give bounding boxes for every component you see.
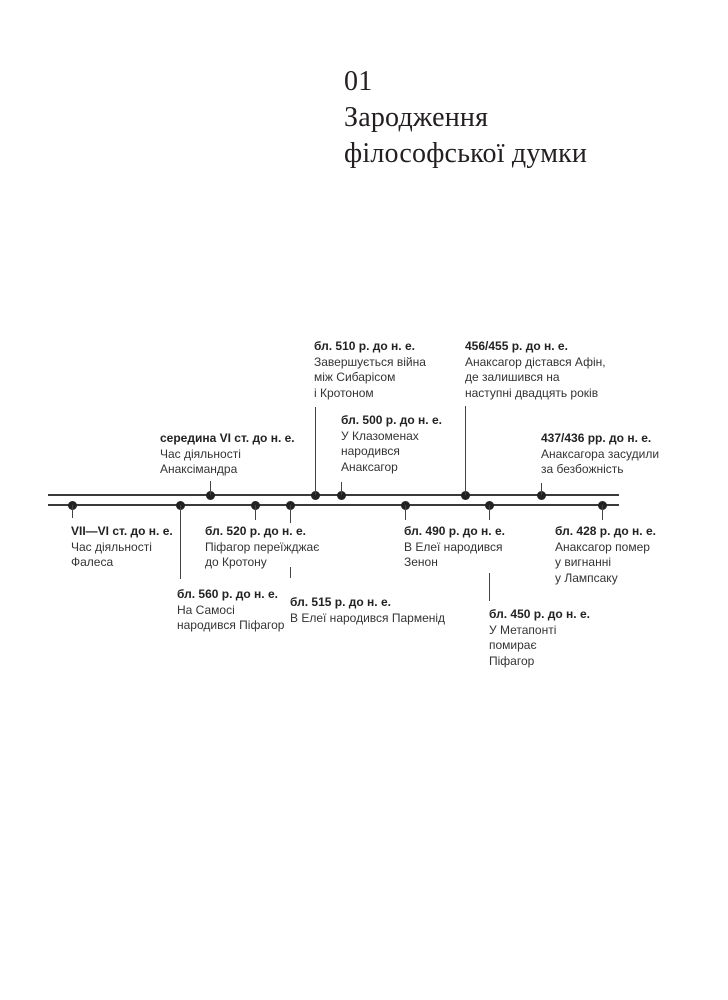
event-date: бл. 510 р. до н. е. [314, 339, 415, 353]
event-date: бл. 500 р. до н. е. [341, 413, 442, 427]
event-text: Анаксагор помер [555, 539, 650, 554]
event-date: бл. 560 р. до н. е. [177, 587, 278, 601]
timeline-marker [310, 490, 320, 500]
timeline-connector [340, 482, 342, 495]
event-text: і Кротоном [314, 385, 374, 400]
timeline-event: 437/436 рр. до н. е. Анаксагора засудили… [541, 431, 659, 478]
event-date: 437/436 рр. до н. е. [541, 431, 652, 445]
chapter-title-line-1: Зародження [344, 102, 489, 133]
timeline-connector [488, 573, 490, 601]
event-text: у Лампсаку [555, 570, 618, 585]
event-text: наступні двадцять років [465, 385, 599, 400]
timeline-connector [289, 567, 291, 578]
timeline-event: VII—VI ст. до н. е. Час діяльності Фалес… [71, 524, 173, 571]
timeline-connector [404, 505, 406, 520]
event-text: У Клазоменах [341, 428, 419, 443]
timeline-upper-axis [48, 494, 619, 496]
event-text: Анаксагора засудили [541, 446, 660, 461]
event-text: Зенон [404, 555, 438, 569]
timeline-event: бл. 520 р. до н. е. Піфагор переїжджає д… [205, 524, 319, 571]
event-text: Піфагор переїжджає [205, 539, 320, 554]
event-text: між Сибарісом [314, 370, 396, 384]
timeline-event: бл. 500 р. до н. е. У Клазоменах народив… [341, 413, 442, 475]
timeline-connector [254, 505, 256, 520]
timeline-marker [336, 490, 346, 500]
timeline-connector [601, 505, 603, 520]
event-date: бл. 490 р. до н. е. [404, 524, 505, 538]
timeline-connector [179, 505, 181, 579]
timeline-event: бл. 490 р. до н. е. В Елеї народився Зен… [404, 524, 505, 571]
timeline-connector [464, 406, 466, 495]
event-text: Анаксагор дістався Афін, [465, 354, 606, 369]
event-date: VII—VI ст. до н. е. [71, 524, 173, 538]
event-text: за безбожність [541, 462, 624, 476]
chapter-heading: 01 Зародження філософської думки [344, 64, 587, 172]
timeline-connector [488, 505, 490, 520]
timeline-event: 456/455 р. до н. е. Анаксагор дістався А… [465, 339, 606, 401]
timeline-marker [536, 490, 546, 500]
event-text: Піфагор [489, 653, 535, 668]
event-text: Завершується війна [314, 354, 426, 369]
event-date: середина VI ст. до н. е. [160, 431, 295, 445]
event-text: у вигнанні [555, 555, 612, 569]
timeline-connector [314, 407, 316, 495]
event-date: бл. 450 р. до н. е. [489, 607, 590, 621]
event-text: Час діяльності [160, 446, 241, 461]
timeline-marker [460, 490, 470, 500]
timeline-lower-axis [48, 504, 619, 506]
timeline-connector [71, 505, 73, 518]
event-text: де залишився на [465, 370, 560, 384]
event-date: бл. 515 р. до н. е. [290, 595, 391, 609]
timeline-connector [540, 483, 542, 495]
event-text: В Елеї народився Парменід [290, 610, 446, 625]
timeline-event: середина VI ст. до н. е. Час діяльності … [160, 431, 295, 478]
timeline-connector [209, 481, 211, 495]
chapter-title-line-2: філософської думки [344, 138, 588, 169]
event-date: бл. 520 р. до н. е. [205, 524, 306, 538]
event-text: Анаксагор [341, 459, 398, 474]
event-text: помирає [489, 638, 537, 652]
timeline-event: бл. 450 р. до н. е. У Метапонті помирає … [489, 607, 590, 669]
timeline-marker [205, 490, 215, 500]
event-date: бл. 428 р. до н. е. [555, 524, 656, 538]
event-text: В Елеї народився [404, 539, 503, 554]
event-text: Фалеса [71, 555, 114, 569]
timeline-event: бл. 510 р. до н. е. Завершується війна м… [314, 339, 426, 401]
event-text: народився Піфагор [177, 618, 285, 632]
event-text: до Кротону [205, 555, 267, 569]
timeline-event: бл. 560 р. до н. е. На Самосі народився … [177, 587, 284, 634]
timeline-event: бл. 428 р. до н. е. Анаксагор помер у ви… [555, 524, 656, 586]
event-text: На Самосі [177, 602, 235, 617]
event-date: 456/455 р. до н. е. [465, 339, 568, 353]
event-text: народився [341, 444, 400, 458]
timeline-connector [289, 505, 291, 523]
chapter-number: 01 [344, 66, 373, 97]
event-text: У Метапонті [489, 622, 557, 637]
event-text: Час діяльності [71, 539, 152, 554]
event-text: Анаксімандра [160, 462, 238, 476]
timeline-event: бл. 515 р. до н. е. В Елеї народився Пар… [290, 595, 445, 626]
